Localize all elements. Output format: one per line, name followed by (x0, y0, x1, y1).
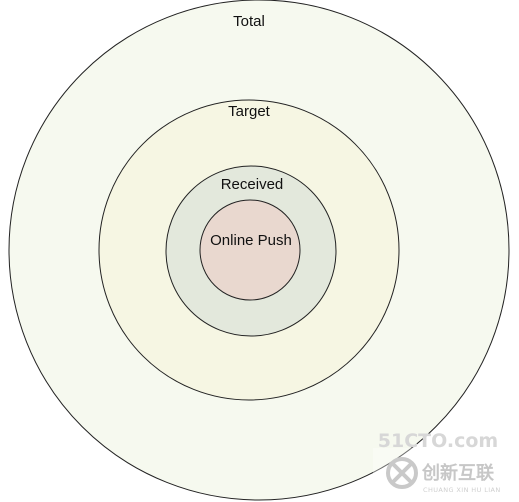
brand-x-icon (386, 457, 418, 489)
label-received: Received (221, 176, 284, 193)
watermark-site-text: 51CTO.com (378, 430, 498, 452)
watermark-brand-subtext: CHUANG XIN HU LIAN (423, 486, 501, 494)
label-online-push: Online Push (210, 232, 292, 249)
label-total: Total (233, 13, 265, 30)
ring-online-push (199, 199, 301, 301)
watermark-brand-logo: 创新互联 CHUANG XIN HU LIAN (373, 448, 519, 502)
label-target: Target (228, 103, 271, 120)
watermark-brand-text: 创新互联 (421, 462, 494, 484)
